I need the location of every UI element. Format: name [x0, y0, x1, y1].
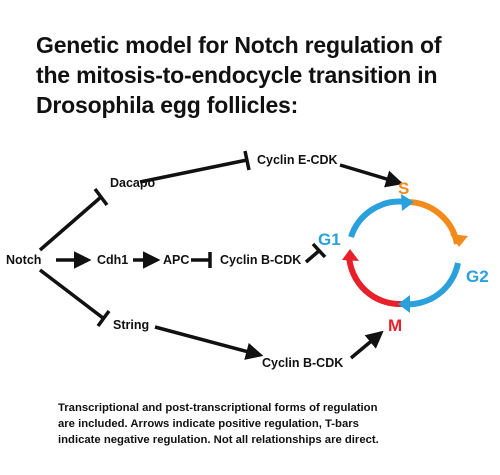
edges	[38, 150, 404, 360]
edge-cyclin-b-cdk-activates-m	[349, 330, 384, 360]
cycle-arc-g1	[348, 198, 407, 239]
edge-dacapo-inhibits-cyclin-e-cdk	[139, 150, 251, 184]
cycle-arrowhead-m	[342, 249, 359, 261]
node-cyclin-b-cdk-bottom: Cyclin B-CDK	[262, 356, 343, 370]
node-apc: APC	[163, 253, 189, 267]
cell-cycle: S G2 M G1	[318, 179, 489, 335]
cycle-arrowhead-g1	[401, 194, 414, 211]
diagram-title: Genetic model for Notch regulation of th…	[36, 30, 476, 120]
node-cyclin-b-cdk-mid: Cyclin B-CDK	[220, 253, 301, 267]
nodes: Notch Dacapo Cdh1 APC Cyclin B-CDK Strin…	[6, 153, 343, 370]
phase-label-g2: G2	[466, 267, 489, 286]
node-cyclin-e-cdk: Cyclin E-CDK	[257, 153, 338, 167]
node-notch: Notch	[6, 253, 41, 267]
cycle-arc-s	[405, 198, 460, 245]
cycle-arrowhead-s	[450, 234, 468, 247]
title-line-2: the mitosis-to-endocycle transition in	[36, 62, 438, 88]
node-string: String	[113, 318, 149, 332]
node-dacapo: Dacapo	[110, 176, 156, 190]
edge-apc-inhibits-cyclin-b-cdk	[191, 252, 212, 268]
phase-label-g1: G1	[318, 230, 341, 249]
caption-line-3: indicate negative regulation. Not all re…	[58, 434, 379, 446]
diagram-caption: Transcriptional and post-transcriptional…	[58, 400, 488, 448]
cycle-arrowhead-g2	[398, 295, 410, 313]
caption-line-2: are included. Arrows indicate positive r…	[58, 418, 359, 430]
caption-line-1: Transcriptional and post-transcriptional…	[58, 402, 378, 414]
edge-notch-inhibits-dacapo	[38, 187, 109, 252]
title-line-1: Genetic model for Notch regulation of	[36, 32, 442, 58]
node-cdh1: Cdh1	[97, 253, 128, 267]
edge-notch-inhibits-string	[38, 268, 111, 328]
cycle-arc-m	[346, 254, 403, 308]
edge-string-activates-cyclin-b-cdk	[154, 325, 264, 360]
phase-label-m: M	[388, 316, 402, 335]
edge-cyclin-b-cdk-inhibits-g1	[304, 242, 327, 264]
phase-label-s: S	[398, 179, 409, 198]
cycle-arc-g2	[401, 262, 461, 308]
title-line-3: Drosophila egg follicles:	[36, 92, 299, 118]
edge-cyclin-e-cdk-activates-s	[339, 163, 404, 188]
